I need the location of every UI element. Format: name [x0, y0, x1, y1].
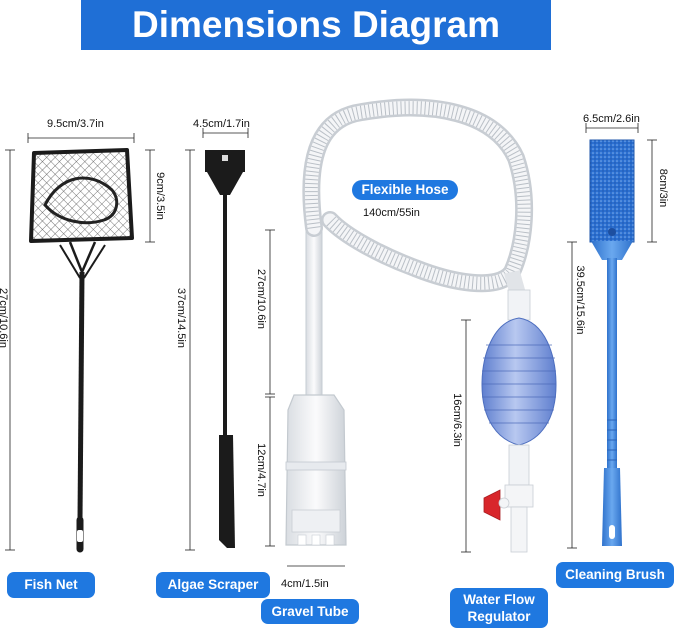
- gravel-tube-dim-lines: [265, 229, 345, 567]
- page-title: Dimensions Diagram: [81, 0, 551, 50]
- algae-scraper-length-label: 37cm/14.5in: [175, 288, 187, 348]
- regulator-length-label: 16cm/6.3in: [451, 393, 463, 447]
- gravel-tube-length-label: 27cm/10.6in: [255, 269, 267, 329]
- cleaning-brush-head-height-label: 8cm/3in: [657, 168, 669, 208]
- cleaning-brush-illustration: [589, 139, 635, 546]
- fish-net-dim-lines: [5, 133, 155, 551]
- fish-net-width-label: 9.5cm/3.7in: [47, 118, 104, 130]
- water-flow-regulator-illustration: [481, 289, 557, 553]
- cleaning-brush-width-label: 6.5cm/2.6in: [583, 113, 640, 125]
- algae-scraper-width-label: 4.5cm/1.7in: [193, 118, 250, 130]
- gravel-tube-chamber-label: 12cm/4.7in: [255, 443, 267, 497]
- cleaning-brush-dim-lines: [567, 123, 657, 549]
- flexible-hose-illustration: [302, 98, 534, 302]
- cleaning-brush-length-label: 39.5cm/15.6in: [574, 265, 586, 335]
- fish-net-head-height-label: 9cm/3.5in: [154, 172, 166, 220]
- fish-net-label: Fish Net: [7, 572, 95, 598]
- algae-scraper-label: Algae Scraper: [156, 572, 270, 598]
- flexible-hose-label: Flexible Hose: [352, 180, 458, 200]
- gravel-tube-label: Gravel Tube: [261, 599, 359, 624]
- water-flow-regulator-label: Water Flow Regulator: [450, 588, 548, 628]
- cleaning-brush-label: Cleaning Brush: [556, 562, 674, 588]
- gravel-tube-illustration: [285, 224, 347, 546]
- flexible-hose-length-label: 140cm/55in: [363, 207, 420, 219]
- fish-net-length-label: 27cm/10.6in: [0, 288, 9, 348]
- algae-scraper-illustration: [205, 150, 245, 548]
- algae-scraper-dim-lines: [185, 128, 249, 551]
- gravel-tube-diameter-label: 4cm/1.5in: [281, 578, 329, 590]
- regulator-dim-lines: [461, 319, 471, 553]
- fish-net-illustration: [29, 148, 134, 553]
